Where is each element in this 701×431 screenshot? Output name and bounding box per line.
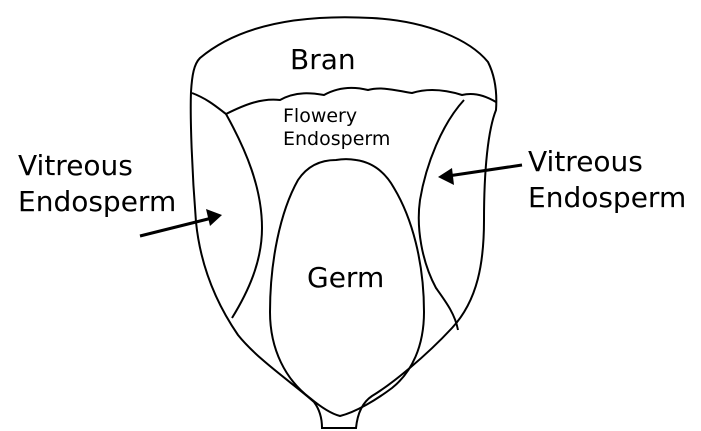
flowery-endosperm-label-line2: Endosperm [283,130,390,149]
germ-label: Germ [307,264,384,292]
left-arrow-head [206,209,222,226]
vitreous-right-line2: Endosperm [528,184,686,212]
right-arrow-head [438,168,454,185]
vitreous-endosperm-right-label: Vitreous Endosperm [528,148,686,212]
right-vitreous-boundary [419,100,464,330]
kernel-outline [191,17,497,428]
left-vitreous-boundary [226,114,262,318]
bran-label: Bran [290,46,356,74]
left-arrow-shaft [140,218,212,236]
vitreous-endosperm-left-label: Vitreous Endosperm [18,152,176,216]
vitreous-right-line1: Vitreous [528,148,686,176]
flowery-endosperm-label-line1: Flowery [283,107,390,126]
vitreous-left-line1: Vitreous [18,152,176,180]
flowery-endosperm-label: Flowery Endosperm [283,107,390,149]
vitreous-left-line2: Endosperm [18,188,176,216]
